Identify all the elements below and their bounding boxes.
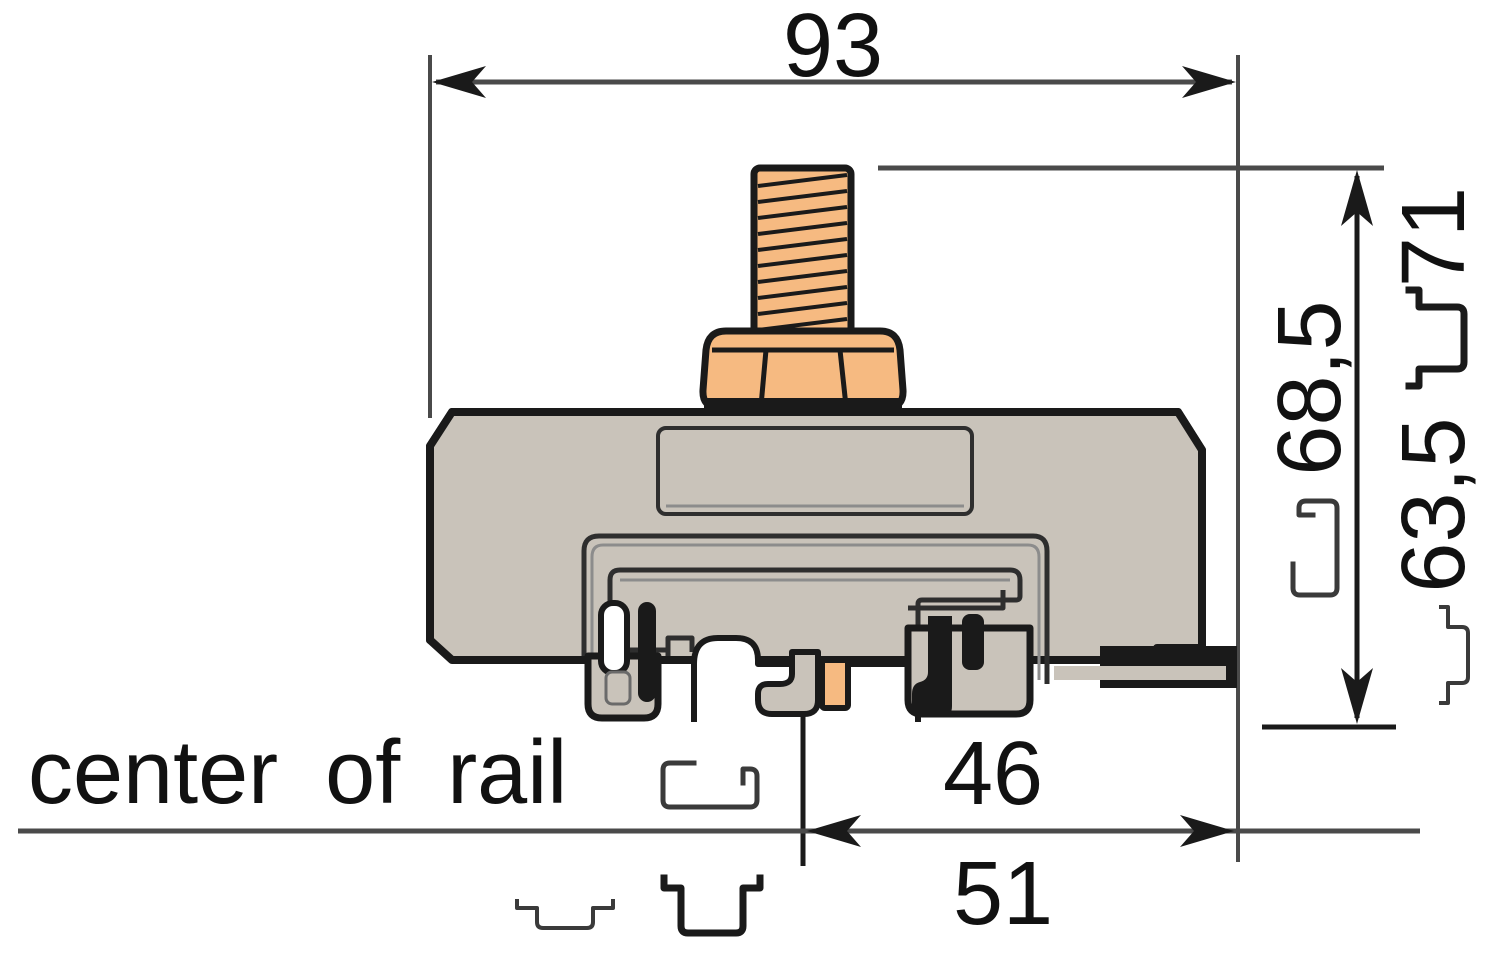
left-foot-slot [598,600,630,676]
arrowhead-up-icon [1341,170,1373,226]
ts15-rail-icon [515,899,615,930]
clamp-band-outline [581,533,1050,684]
ts35-rail-icon [1409,290,1464,386]
nut-base-strip [704,398,902,412]
ts35-rail-icon [664,878,760,933]
left-foot-stub [604,670,632,706]
dimension-value-63-5: 63,5 [1384,417,1484,592]
ts15-rail-icon [1439,605,1470,705]
dimension-overall-width: 93 [428,0,1240,862]
hex-nut-facet-lines [712,347,894,407]
center-of-rail-label: center of rail [28,723,567,823]
g-rail-icon [1293,501,1337,595]
center-hook-tab [755,649,821,717]
dimension-value-93: 93 [783,0,883,96]
left-foot-prong [638,602,656,702]
dimension-value-51: 51 [953,844,1053,944]
dimension-value-46: 46 [943,724,1043,824]
arrowhead-down-icon [1341,668,1373,724]
marking-label-recess [656,426,974,516]
dimension-height: 68,5 71 63,5 [878,165,1484,730]
arrowhead-left-icon [432,66,486,98]
arrowhead-right-icon [1182,66,1236,98]
g-rail-icon [663,763,757,807]
hex-nut [699,327,907,412]
right-step-inner [1054,666,1226,680]
arrowhead-right-icon [1180,815,1234,847]
dimension-value-68-5: 68,5 [1260,300,1360,475]
dimension-bottom: 46 51 center of rail [18,716,1420,944]
dimension-value-71: 71 [1384,187,1484,287]
left-notch-step [665,635,695,656]
arrowhead-left-icon [807,815,861,847]
right-foot-hook [912,616,952,716]
right-foot-prong [962,614,984,670]
clamp-band-shadow [590,543,1041,680]
stud-bolt [699,164,907,412]
terminal-block [426,408,1237,722]
locking-peg [819,657,851,711]
right-inner-step [908,590,1006,611]
